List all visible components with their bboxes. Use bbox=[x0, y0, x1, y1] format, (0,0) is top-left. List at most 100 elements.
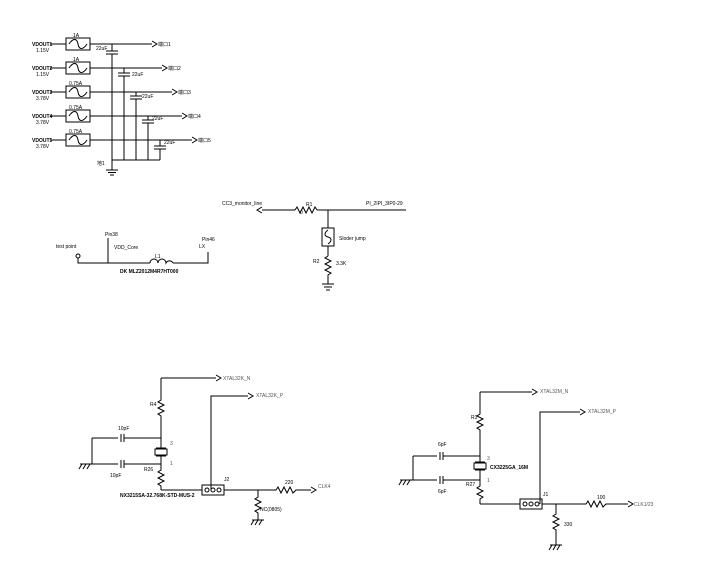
c-bot-label: 10pF bbox=[110, 473, 121, 479]
rail-4: VDOUT4 3.78V 0.75A 22uF 端口4 bbox=[32, 105, 201, 160]
xtal32m-part-label: CX3225GA_16M bbox=[490, 465, 528, 471]
resistor-r27 bbox=[475, 480, 485, 504]
jumper-pin bbox=[534, 501, 540, 507]
rail-5: VDOUT5 3.78V 0.75A 22uF 端口5 bbox=[32, 129, 211, 160]
jumper-pin bbox=[210, 487, 216, 493]
ground-icon bbox=[398, 479, 413, 486]
crystal-32m-symbol bbox=[475, 456, 485, 480]
solder-jumper-element bbox=[324, 229, 332, 245]
r1-label: R1 bbox=[306, 202, 313, 208]
ground-icon bbox=[548, 544, 562, 551]
cap-symbol bbox=[154, 140, 166, 160]
rail-net-label: VDOUT2 bbox=[32, 66, 53, 72]
arrow-right-icon bbox=[215, 374, 222, 382]
port-arrow-icon bbox=[181, 112, 188, 120]
clk123-label: CLK1/23 bbox=[634, 502, 654, 508]
r-shunt-32m-value: 330 bbox=[564, 522, 573, 528]
xtal32m-p-label: XTAL32M_P bbox=[588, 409, 617, 415]
cap-c-top bbox=[413, 452, 480, 460]
jumper-j2-label: J2 bbox=[224, 477, 230, 483]
port-arrow-icon bbox=[171, 88, 178, 96]
crystal-32k-body bbox=[154, 448, 168, 456]
inductor-wire bbox=[77, 252, 209, 264]
arrow-right-icon bbox=[531, 388, 538, 396]
resistor-r4 bbox=[156, 378, 166, 438]
port-label: 端口2 bbox=[168, 65, 181, 72]
pin-right-label: Pin46 bbox=[202, 237, 215, 243]
port-label: 端口5 bbox=[198, 137, 211, 144]
cap-value-label: 22uF bbox=[132, 72, 143, 78]
resistor-series-32m bbox=[542, 499, 628, 509]
xtal32m-p-wire bbox=[539, 411, 580, 504]
port-arrow-icon bbox=[151, 40, 158, 48]
rail-voltage-label: 3.78V bbox=[36, 96, 50, 102]
rail-voltage-label: 3.78V bbox=[36, 120, 50, 126]
solder-jumper-symbol bbox=[321, 227, 335, 247]
solder-jumper-label: Sloder jump bbox=[339, 236, 366, 242]
cap-symbol bbox=[142, 116, 154, 160]
test-point-label: test point bbox=[56, 244, 77, 250]
resistor-r3 bbox=[475, 392, 485, 456]
fuse-symbol bbox=[65, 37, 91, 51]
rail-voltage-label: 3.78V bbox=[36, 144, 50, 150]
ground-icon bbox=[106, 169, 118, 176]
ground-label: 地1 bbox=[97, 160, 105, 167]
clk4-label: CLK4 bbox=[318, 484, 331, 490]
xtal32k-p-wire bbox=[210, 395, 248, 490]
fuse-element bbox=[68, 63, 88, 73]
fuse-rating-label: 1A bbox=[73, 57, 80, 63]
inductor-l1-symbol bbox=[149, 258, 174, 265]
fuse-rating-label: 0.75A bbox=[69, 81, 83, 87]
r2-value: 3.3K bbox=[336, 261, 347, 267]
arrow-right-icon bbox=[579, 408, 586, 416]
jumper-j1-label: J1 bbox=[543, 492, 549, 498]
jumper-pin bbox=[528, 501, 534, 507]
cap-value-label: 22uF bbox=[164, 140, 175, 146]
xtal32m-section: XTAL32M_N XTAL32M_P R3 3 1 CX3225GA_16M … bbox=[398, 388, 654, 551]
fuse-symbol bbox=[65, 109, 91, 123]
fuse-element bbox=[68, 39, 88, 49]
jumper-pin bbox=[522, 501, 528, 507]
r1-value: 0 bbox=[300, 210, 303, 216]
fuse-rating-label: 0.75A bbox=[69, 105, 83, 111]
port-label: 端口4 bbox=[188, 113, 201, 120]
crystal-pin3-label: 3 bbox=[487, 456, 490, 462]
ground-icon bbox=[78, 463, 92, 470]
cap-c-bot bbox=[92, 460, 161, 468]
arrow-right-icon bbox=[310, 486, 317, 494]
resistor-r2 bbox=[323, 255, 333, 284]
crystal-pin1-label: 1 bbox=[170, 461, 173, 467]
xtal32m-n-label: XTAL32M_N bbox=[540, 389, 569, 395]
cap-c-bot bbox=[413, 476, 480, 484]
resistor-r26 bbox=[156, 464, 166, 490]
inductor-section: test point Pin38 VDD_Core Pin46 LX L1 DK… bbox=[56, 232, 215, 275]
crystal-pin1-label: 1 bbox=[487, 478, 490, 484]
inductor-part-label: DK MLZ2012M4R7HT000 bbox=[120, 269, 179, 275]
port-label: 端口3 bbox=[178, 89, 191, 96]
fuse-symbol bbox=[65, 85, 91, 99]
resistor-r1 bbox=[294, 205, 318, 215]
rail-voltage-label: 1.15V bbox=[36, 48, 50, 54]
net-left-label: VDD_Core bbox=[114, 245, 138, 251]
cap-symbol bbox=[130, 92, 142, 160]
fuse-symbol bbox=[65, 61, 91, 75]
ground-icon bbox=[322, 283, 334, 291]
xtal32k-p-label: XTAL32K_P bbox=[256, 393, 284, 399]
rail-net-label: VDOUT3 bbox=[32, 90, 53, 96]
jumper-pin bbox=[216, 487, 222, 493]
cap-value-label: 22uF bbox=[96, 46, 107, 52]
rail-1: VDOUT1 1.15V 1A 22uF 端口1 bbox=[32, 33, 171, 170]
c-bot-label: 6pF bbox=[438, 489, 447, 495]
net-right-label: LX bbox=[199, 244, 206, 250]
port-arrow-icon bbox=[191, 136, 198, 144]
rail-3: VDOUT3 3.78V 0.75A 22uF 端口3 bbox=[32, 81, 191, 160]
r-series-32m-value: 100 bbox=[597, 495, 606, 501]
crystal-pin3-label: 3 bbox=[170, 441, 173, 447]
monitor-section: CC3_monitor_line PI_2IPI_3IP0-29 R1 0 Sl… bbox=[222, 201, 406, 291]
rail-net-label: VDOUT4 bbox=[32, 114, 53, 120]
fuse-rating-label: 1A bbox=[73, 33, 80, 39]
inductor-label: L1 bbox=[155, 254, 161, 260]
ground-icon bbox=[250, 519, 264, 526]
rail-net-label: VDOUT5 bbox=[32, 138, 53, 144]
